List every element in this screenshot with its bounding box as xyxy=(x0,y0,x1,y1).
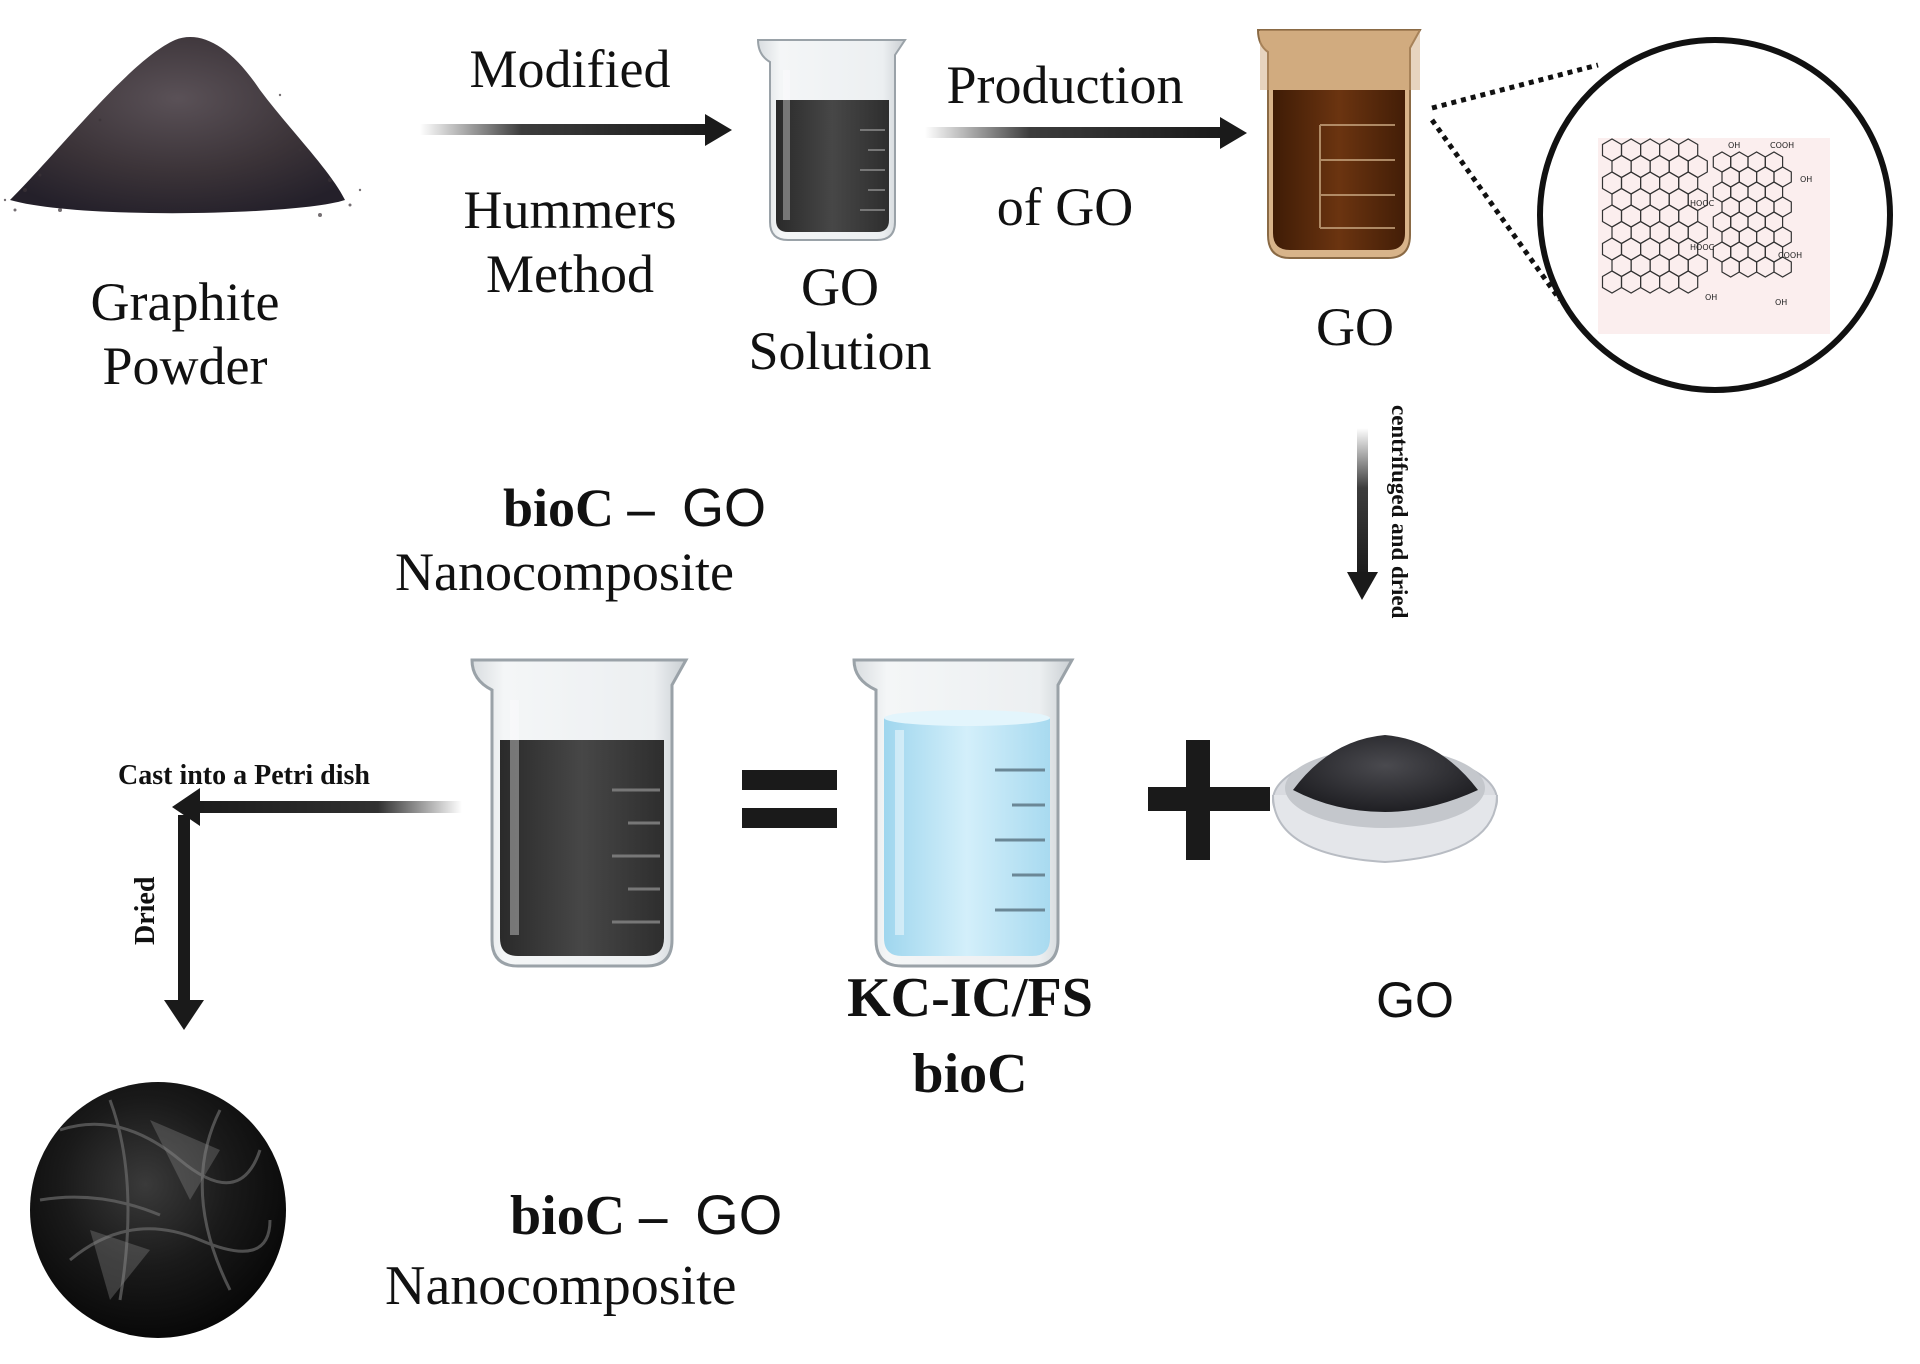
arrow-modified-hummers xyxy=(420,114,732,146)
go-powder-dish xyxy=(1272,735,1498,864)
go-solution-beaker xyxy=(756,39,907,241)
arrow-production-of-go xyxy=(925,117,1247,149)
nanocomposite-top-biocarbon: bioC – xyxy=(503,478,655,538)
nanocomposite-bottom-go: GO xyxy=(695,1183,783,1246)
step2-bottom-label: of GO xyxy=(996,177,1134,237)
biopolymer-beaker xyxy=(852,658,1075,968)
graphite-powder-label: Graphite Powder xyxy=(40,270,330,398)
plus-sign xyxy=(1148,740,1270,860)
functional-group-label: OH xyxy=(1775,298,1787,307)
functional-groups: HOOC HOOC COOH COOH OH OH OH OH xyxy=(1690,141,1812,307)
biopolymer-label: KC-IC/FS bioC xyxy=(820,960,1120,1112)
arrow-centrifuged-dried xyxy=(1347,428,1378,600)
dried-label: Dried xyxy=(130,876,161,945)
graphene-lattice xyxy=(1601,138,1708,294)
equals-sign xyxy=(742,770,837,828)
nanocomposite-bottom-label: bioC – GO Nanocomposite xyxy=(385,1180,905,1321)
go-brown-beaker xyxy=(1256,29,1422,259)
step1-top-label: Modified xyxy=(469,39,671,99)
functional-group-label: COOH xyxy=(1770,141,1794,150)
go-structure-zoom: HOOC HOOC COOH COOH OH OH OH OH xyxy=(1537,37,1893,393)
go-powder-label: GO xyxy=(1376,972,1454,1028)
biopolymer-label-line1: KC-IC/FS xyxy=(847,967,1093,1029)
graphite-powder-label-line1: Graphite xyxy=(90,272,280,332)
nanocomposite-top-label: bioC – GO Nanocomposite xyxy=(395,476,835,604)
graphite-powder-label-line2: Powder xyxy=(102,336,268,396)
go-solution-label: GO Solution xyxy=(700,255,980,383)
functional-group-label: COOH xyxy=(1778,251,1802,260)
nanocomposite-top-line2: Nanocomposite xyxy=(395,542,734,602)
step1-bottom-label-line1: Hummers xyxy=(463,180,677,240)
go-lattice xyxy=(1712,151,1792,278)
nanocomposite-film-image xyxy=(30,1082,286,1338)
graphite-powder-image xyxy=(3,37,362,217)
functional-group-label: HOOC xyxy=(1690,199,1715,208)
go-solution-label-line2: Solution xyxy=(748,321,932,381)
functional-group-label: OH xyxy=(1728,141,1740,150)
step1-bottom-label-line2: Method xyxy=(486,244,654,304)
step2-top-label: Production xyxy=(946,55,1184,115)
biopolymer-label-line2: bioC xyxy=(912,1043,1028,1105)
arrow-cast-dried xyxy=(164,788,462,1030)
functional-group-label: OH xyxy=(1705,293,1717,302)
cast-label: Cast into a Petri dish xyxy=(118,760,370,791)
nanocomposite-beaker xyxy=(470,658,689,968)
zoom-connector-lines xyxy=(1429,62,1599,302)
nanocomposite-bottom-line2: Nanocomposite xyxy=(385,1255,737,1317)
go-solution-label-line1: GO xyxy=(801,257,879,317)
lattice-ring xyxy=(1678,270,1699,294)
functional-group-label: HOOC xyxy=(1690,243,1715,252)
functional-group-label: OH xyxy=(1800,175,1812,184)
lattice-ring xyxy=(1773,256,1792,278)
go-beaker-label: GO xyxy=(1316,297,1394,357)
centrifuged-label: centrifuged and dried xyxy=(1387,405,1412,619)
nanocomposite-bottom-biocarbon: bioC – xyxy=(510,1185,668,1247)
nanocomposite-top-go: GO xyxy=(682,478,767,538)
step1-bottom-label: Hummers Method xyxy=(420,178,720,306)
